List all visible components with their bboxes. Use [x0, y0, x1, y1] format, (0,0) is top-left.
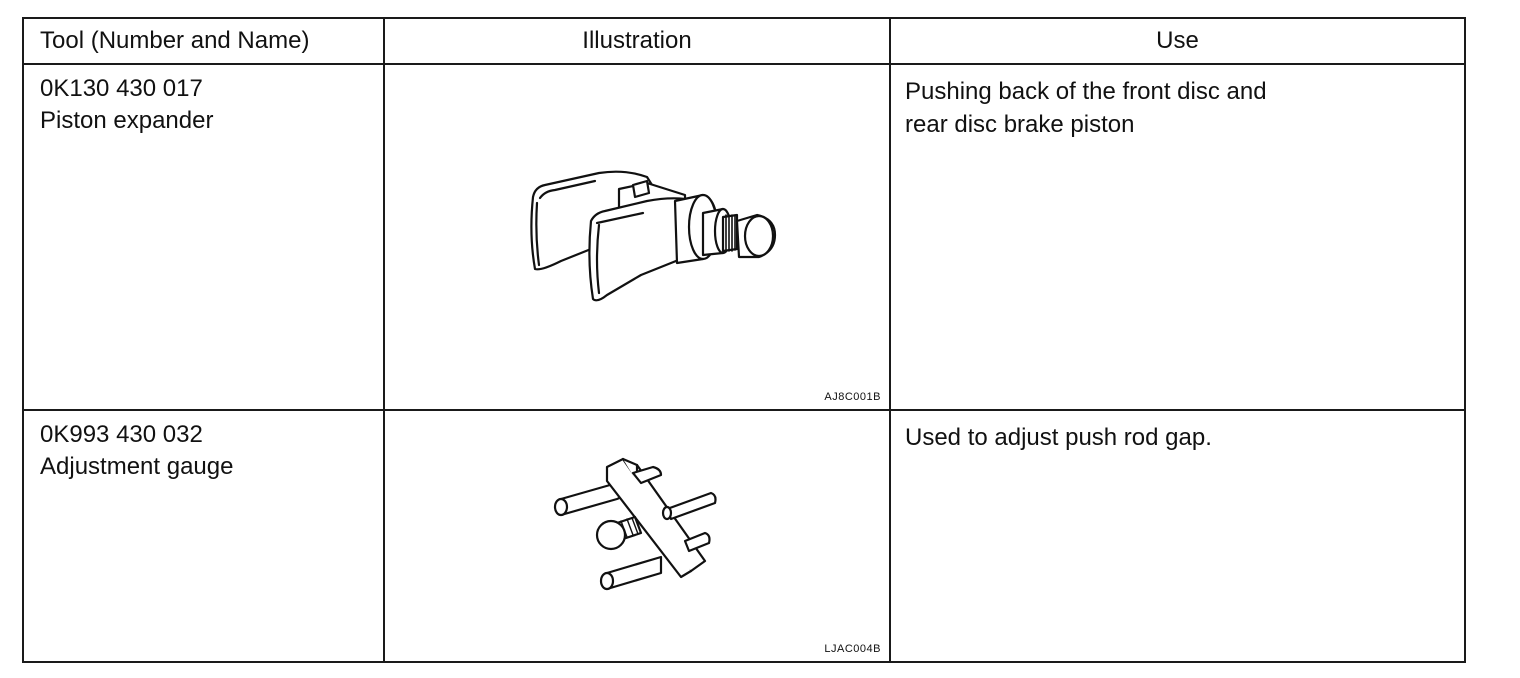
table-row: 0K130 430 017 Piston expander — [22, 63, 1466, 411]
tool-name: Piston expander — [40, 107, 214, 134]
use-line: Used to adjust push rod gap. — [905, 424, 1212, 451]
tool-number: 0K130 430 017 — [40, 75, 203, 102]
figure-code: LJAC004B — [824, 643, 881, 655]
header-tool: Tool (Number and Name) — [22, 17, 385, 65]
use-cell: Used to adjust push rod gap. — [889, 409, 1466, 663]
table-row: 0K993 430 032 Adjustment gauge — [22, 409, 1466, 663]
header-use: Use — [889, 17, 1466, 65]
illustration-cell: LJAC004B — [383, 409, 891, 663]
tool-cell: 0K130 430 017 Piston expander — [22, 63, 385, 411]
adjustment-gauge-icon — [553, 457, 717, 591]
piston-expander-icon — [530, 170, 777, 302]
use-cell: Pushing back of the front disc and rear … — [889, 63, 1466, 411]
header-illustration: Illustration — [383, 17, 891, 65]
use-line: Pushing back of the front disc and — [905, 78, 1267, 105]
special-tools-table: Tool (Number and Name) Illustration Use … — [22, 17, 1466, 663]
table-header-row: Tool (Number and Name) Illustration Use — [22, 17, 1466, 65]
figure-code: AJ8C001B — [824, 391, 881, 403]
tool-cell: 0K993 430 032 Adjustment gauge — [22, 409, 385, 663]
tool-name: Adjustment gauge — [40, 453, 234, 480]
tool-number: 0K993 430 032 — [40, 421, 203, 448]
illustration-cell: AJ8C001B — [383, 63, 891, 411]
use-line: rear disc brake piston — [905, 111, 1135, 138]
